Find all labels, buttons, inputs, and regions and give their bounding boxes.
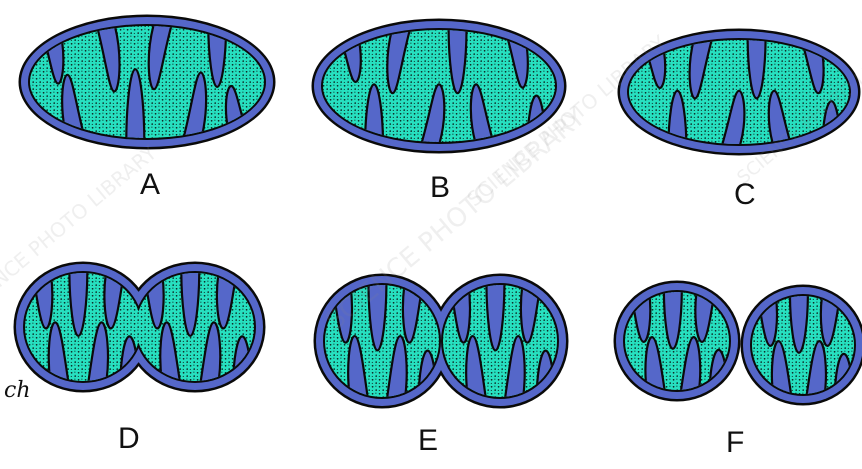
mitochondrion-d: [14, 262, 266, 393]
mitochondrion-f-left: [614, 281, 741, 402]
panel-label-a: A: [140, 170, 160, 200]
artist-signature: ch: [4, 378, 31, 403]
panel-label-b: B: [430, 173, 450, 203]
mitochondrion-f-right: [741, 284, 862, 405]
mitochondrion-b: [312, 19, 567, 154]
panel-label-f: F: [726, 428, 744, 458]
mitochondrion-a: [19, 14, 276, 149]
panel-label-e: E: [418, 426, 438, 456]
panel-label-d: D: [118, 424, 140, 454]
